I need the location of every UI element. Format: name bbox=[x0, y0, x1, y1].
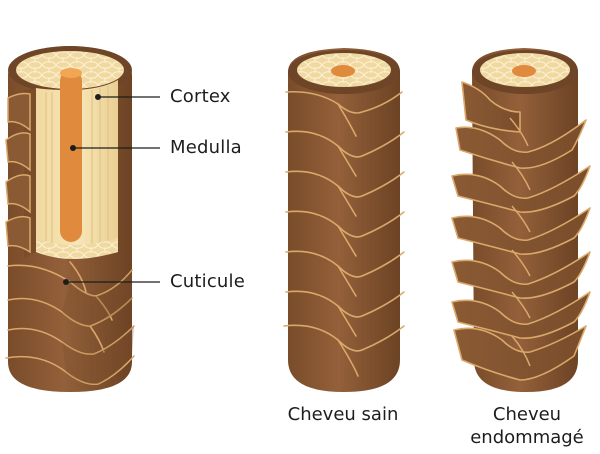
cortex-pointer-dot bbox=[95, 94, 101, 100]
cortex-label: Cortex bbox=[170, 86, 231, 107]
medulla-region bbox=[60, 70, 82, 242]
leader-lines bbox=[66, 96, 160, 283]
cuticule-label: Cuticule bbox=[170, 271, 246, 292]
damaged-hair-illustration bbox=[451, 48, 591, 392]
damaged-hair-caption-line2: endommagé bbox=[470, 427, 584, 448]
healthy-hair-caption: Cheveu sain bbox=[287, 404, 399, 425]
cuticle-scales bbox=[5, 261, 135, 386]
cutaway-hair-illustration bbox=[5, 46, 135, 392]
damaged-hair-caption-line1: Cheveu bbox=[492, 404, 562, 425]
medulla-label: Medulla bbox=[170, 137, 242, 158]
cuticle-pointer-dot bbox=[63, 279, 69, 285]
healthy-hair-illustration bbox=[283, 48, 405, 392]
medulla-pointer-dot bbox=[70, 145, 76, 151]
